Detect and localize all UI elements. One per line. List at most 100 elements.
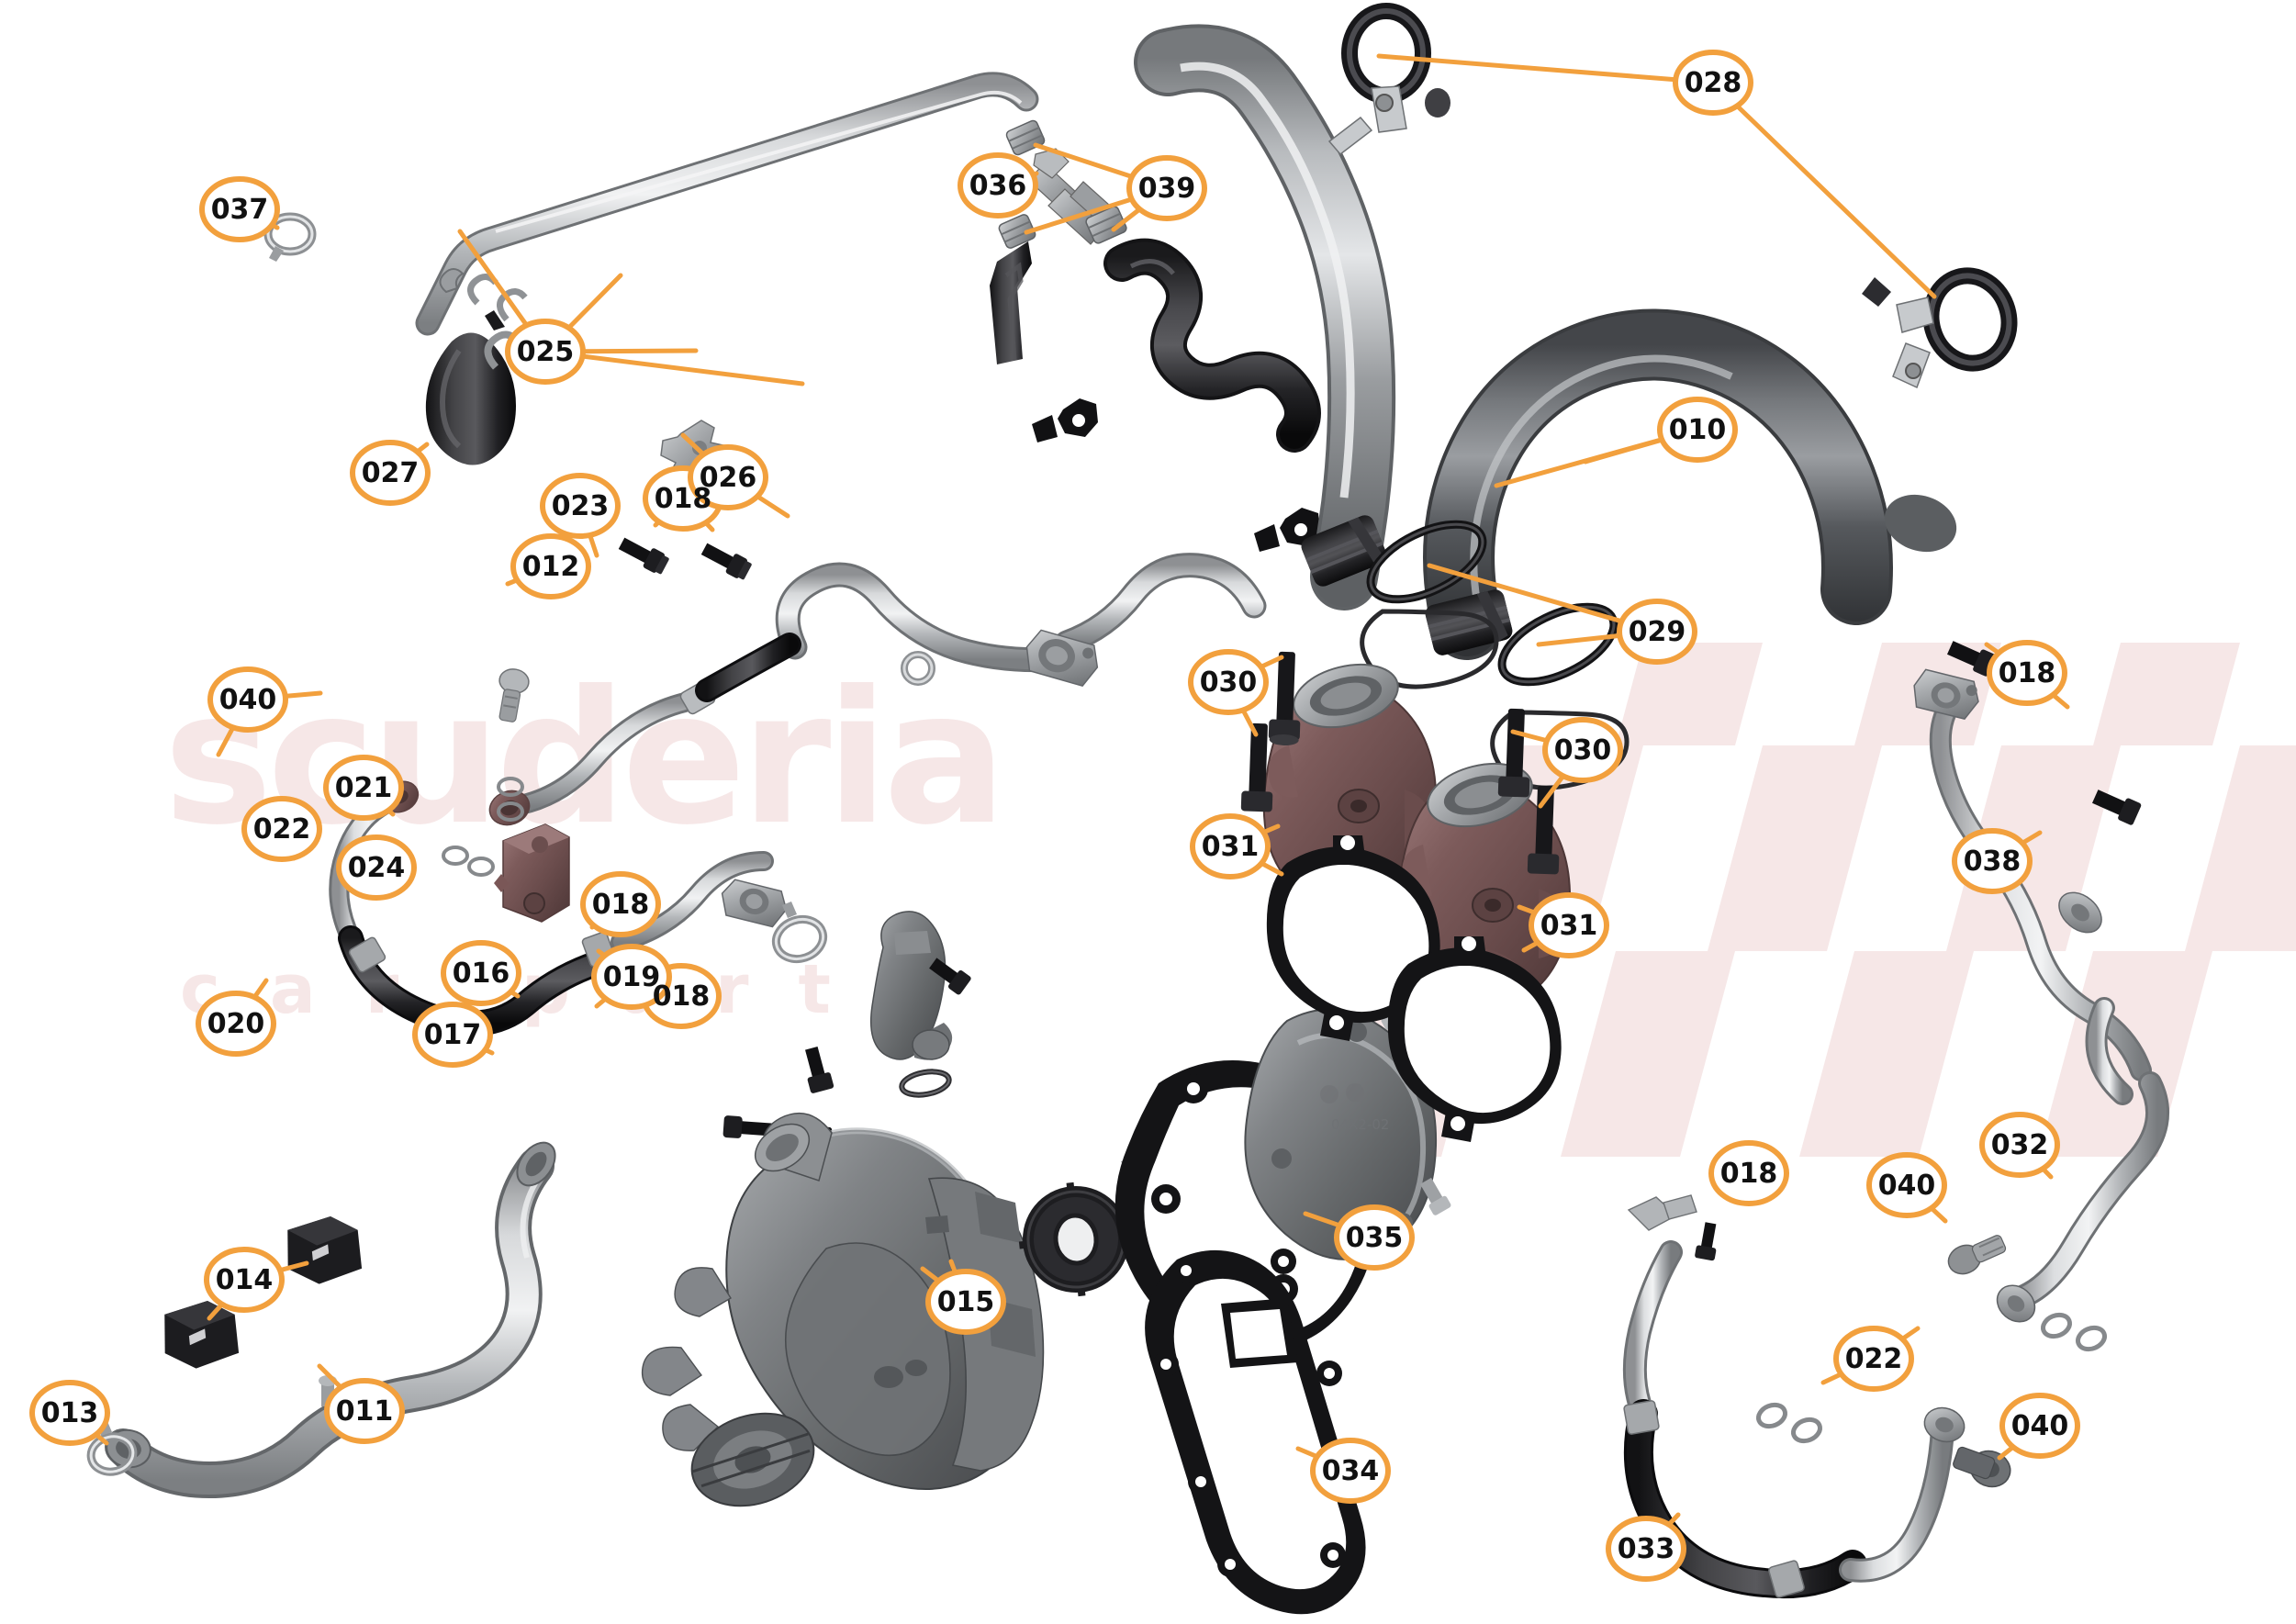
callout-hotspot-026[interactable] [690,447,766,508]
callout-bubble-019[interactable] [591,944,672,1010]
callout-bubble-031[interactable] [1190,813,1271,879]
callout-bubble-013[interactable] [29,1380,110,1446]
callout-hotspot-012[interactable] [513,536,588,597]
callout-bubble-038[interactable] [1952,828,2033,894]
callout-bubble-017[interactable] [412,1002,493,1068]
part-018-bolt-019 [929,958,971,995]
callout-hotspot-014[interactable] [207,1249,282,1310]
callout-hotspot-038[interactable] [1954,831,2030,891]
callout-hotspot-017[interactable] [415,1004,490,1065]
callout-bubble-040[interactable] [1999,1393,2080,1459]
callout-hotspot-010[interactable] [1660,399,1735,460]
callout-bubble-018[interactable] [1987,640,2067,706]
callout-hotspot-040[interactable] [2002,1395,2078,1456]
part-040-banjo-bolt-left [498,668,530,722]
callout-bubble-030[interactable] [1542,717,1623,783]
callout-bubble-028[interactable] [1673,50,1753,116]
callout-hotspot-031[interactable] [1531,895,1607,956]
part-028-bracket-clamp-top [1327,3,1450,156]
callout-bubble-037[interactable] [199,176,280,242]
callout-leader-line [1583,437,1664,465]
callout-bubble-039[interactable] [1126,155,1207,221]
callout-leader-line [566,273,623,330]
callout-bubble-024[interactable] [336,834,417,901]
callout-bubble-010[interactable] [1657,397,1738,463]
callout-hotspot-021[interactable] [326,757,401,818]
callout-hotspot-027[interactable] [353,442,428,503]
callout-bubble-016[interactable] [441,940,521,1006]
callout-hotspot-040[interactable] [1869,1155,1944,1215]
callout-hotspot-018[interactable] [1711,1143,1786,1204]
part-019-thermostat-neck [870,911,953,1098]
callout-hotspot-020[interactable] [198,993,274,1054]
part-040-banjo-bolt-mid [1947,1235,2007,1275]
callout-hotspot-028[interactable] [1675,52,1751,113]
callout-bubble-015[interactable] [925,1269,1006,1335]
callout-bubble-026[interactable] [688,444,768,510]
callout-hotspot-040[interactable] [210,669,286,730]
part-026-black-s-hose [1103,238,1321,453]
callout-hotspot-011[interactable] [327,1381,402,1441]
callout-hotspot-037[interactable] [202,179,277,240]
callout-hotspot-022[interactable] [244,799,319,859]
callout-bubble-036[interactable] [958,152,1038,218]
callout-hotspot-039[interactable] [1129,158,1204,218]
expansion-bottle [425,268,528,465]
callout-bubble-014[interactable] [204,1247,285,1313]
charge-pipe-lower [1423,308,1957,660]
callout-hotspot-023[interactable] [543,476,618,536]
callout-hotspot-025[interactable] [508,321,583,382]
part-026-retainer-clip-1 [1032,398,1098,442]
callout-bubble-031[interactable] [1529,892,1609,958]
callout-leader-line [1929,1205,1948,1224]
callout-bubble-029[interactable] [1617,599,1697,665]
callout-bubble-040[interactable] [1866,1152,1947,1218]
callout-leader-line [2020,830,2043,846]
callout-bubble-032[interactable] [1979,1112,2060,1178]
svg-text:04X2-02: 04X2-02 [1331,1116,1389,1133]
callout-bubble-022[interactable] [1833,1326,1914,1392]
callout-bubble-020[interactable] [196,991,276,1057]
callout-bubble-040[interactable] [207,666,288,733]
callout-hotspot-035[interactable] [1337,1207,1412,1268]
callout-bubble-018[interactable] [580,871,661,937]
callout-hotspot-019[interactable] [594,946,669,1007]
callout-bubble-025[interactable] [505,319,586,385]
callout-hotspot-033[interactable] [1608,1518,1684,1579]
part-015-water-pump-assembly [641,1112,1045,1507]
callout-bubble-034[interactable] [1310,1438,1391,1504]
callout-leader-line [283,690,323,699]
callout-bubble-011[interactable] [324,1378,405,1444]
callout-hotspot-029[interactable] [1619,601,1695,662]
callout-bubble-018[interactable] [1708,1140,1789,1206]
part-040-banjo-bolt-bottom [1953,1446,2011,1488]
callout-hotspot-031[interactable] [1193,816,1268,877]
callout-leader-line [1024,196,1135,235]
callout-hotspot-015[interactable] [928,1271,1003,1332]
callout-bubble-033[interactable] [1606,1516,1686,1582]
callout-bubble-023[interactable] [540,473,621,539]
callout-hotspot-030[interactable] [1545,720,1620,780]
callout-hotspot-016[interactable] [443,943,519,1003]
callout-leader-line [1295,1446,1320,1460]
callout-hotspot-022[interactable] [1836,1328,1911,1389]
callout-hotspot-036[interactable] [960,155,1036,216]
callout-hotspot-024[interactable] [339,837,414,898]
callout-bubble-021[interactable] [323,755,404,821]
part-022-sealing-washers-right [1755,1312,2108,1444]
callout-hotspot-034[interactable] [1313,1440,1388,1501]
callout-hotspot-018[interactable] [583,874,658,935]
callout-hotspot-013[interactable] [32,1383,107,1443]
callout-hotspot-018[interactable] [1989,643,2065,703]
callout-bubble-030[interactable] [1188,649,1269,715]
part-031-gasket-right [1387,936,1562,1142]
callout-bubble-027[interactable] [350,440,431,506]
callout-leader-line [680,432,706,457]
callout-bubble-022[interactable] [241,796,322,862]
charge-pipe-upper [1134,24,1396,610]
callout-hotspot-030[interactable] [1191,652,1266,712]
callout-bubble-012[interactable] [510,533,591,599]
part-028-bracket-clamp-right [1862,267,2018,389]
callout-bubble-035[interactable] [1334,1204,1415,1271]
callout-hotspot-032[interactable] [1982,1114,2057,1175]
